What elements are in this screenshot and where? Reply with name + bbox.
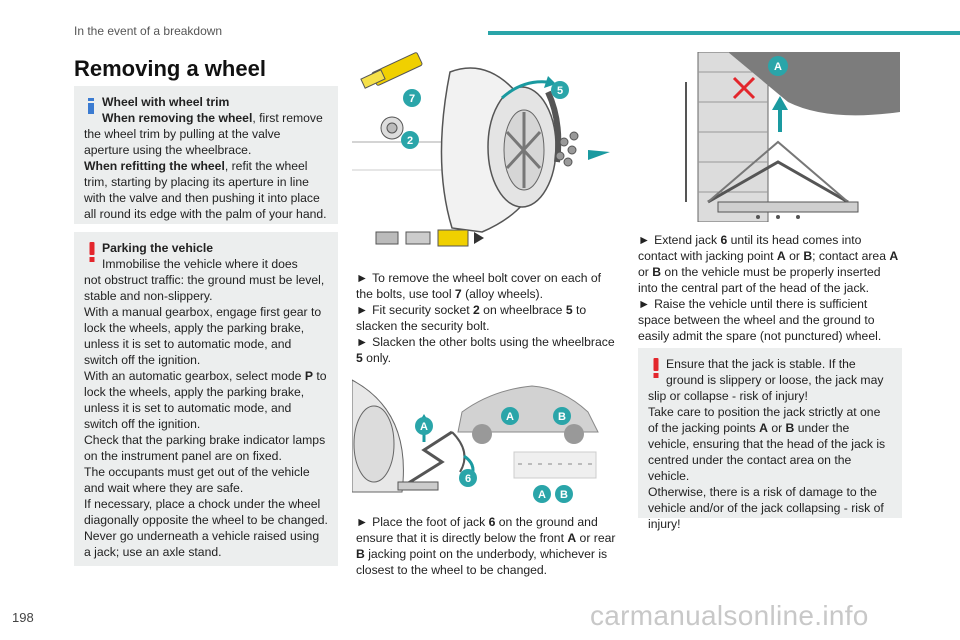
page-number: 198 (12, 610, 34, 625)
label-a-car: A (506, 411, 514, 423)
parking-warning-box: Parking the vehicle Immobilise the vehic… (74, 232, 338, 566)
parking-line-5: Check that the parking brake indicator l… (84, 433, 326, 463)
step-slacken-bolts: ►Slacken the other bolts using the wheel… (356, 335, 615, 365)
security-socket-2-icon (380, 116, 404, 140)
middle-step-4: ►Place the foot of jack 6 on the ground … (356, 514, 622, 578)
label-7: 7 (409, 93, 415, 105)
middle-steps-1-3: ►To remove the wheel bolt cover on each … (356, 270, 618, 366)
header-accent-bar (488, 31, 960, 35)
parking-box-title: Parking the vehicle (102, 241, 214, 255)
wheel-bolt-removal-illustration: 7 2 5 (352, 42, 622, 254)
trim-refitting-paragraph: When refitting the wheel, refit the whee… (84, 159, 327, 221)
page-title: Removing a wheel (74, 56, 266, 81)
label-a-jack: A (420, 421, 428, 433)
warn-line-2: ground is slippery or loose, the jack ma… (648, 373, 884, 403)
warning-exclamation-icon (88, 242, 96, 266)
label-a-underbody: A (538, 489, 546, 501)
wheel-trim-info-box: Wheel with wheel trim When removing the … (74, 86, 338, 224)
label-a-head: A (774, 61, 782, 73)
label-b-car: B (558, 411, 566, 423)
trim-removing-paragraph: When removing the wheel, first remove th… (84, 111, 323, 157)
parking-line-8: Never go underneath a vehicle raised usi… (84, 529, 320, 559)
warn-line-3: Take care to position the jack strictly … (648, 405, 886, 483)
label-6-jack: 6 (465, 473, 471, 485)
parking-line-2: not obstruct traffic: the ground must be… (84, 273, 325, 303)
parking-line-6: The occupants must get out of the vehicl… (84, 465, 310, 495)
step-raise-vehicle: ►Raise the vehicle until there is suffic… (638, 297, 882, 343)
trim-box-title: Wheel with wheel trim (102, 95, 230, 109)
parking-line-4: With an automatic gearbox, select mode P… (84, 369, 327, 431)
step-remove-bolt-cover: ►To remove the wheel bolt cover on each … (356, 271, 602, 301)
label-5: 5 (557, 85, 563, 97)
label-2: 2 (407, 135, 413, 147)
step-extend-jack: ►Extend jack 6 until its head comes into… (638, 233, 899, 295)
warn-line-1: Ensure that the jack is stable. If the (666, 357, 856, 371)
watermark: carmanualsonline.info (590, 600, 869, 631)
step-fit-security-socket: ►Fit security socket 2 on wheelbrace 5 t… (356, 303, 587, 333)
parking-line-1: Immobilise the vehicle where it does (102, 257, 298, 271)
jack-head-contact-illustration: A (668, 51, 900, 223)
jacking-points-illustration: A B A 6 A B (351, 372, 610, 506)
security-bolt-sequence-icon (375, 229, 484, 247)
warn-line-4: Otherwise, there is a risk of damage to … (648, 485, 884, 531)
parking-line-3: With a manual gearbox, engage first gear… (84, 305, 322, 367)
tool-7-icon (360, 52, 423, 89)
step-place-jack: ►Place the foot of jack 6 on the ground … (356, 515, 616, 577)
warning-exclamation-icon-2 (652, 358, 660, 382)
jack-mechanism-icon (707, 140, 859, 219)
label-b-underbody: B (560, 489, 568, 501)
wrong-position-cross-icon (732, 76, 756, 100)
section-header: In the event of a breakdown (74, 24, 223, 38)
info-icon (88, 98, 94, 118)
jack-6-icon (397, 430, 466, 491)
jack-stability-warning-box: Ensure that the jack is stable. If the g… (638, 348, 902, 531)
parking-line-7: If necessary, place a chock under the wh… (84, 497, 328, 527)
right-steps: ►Extend jack 6 until its head comes into… (638, 232, 902, 344)
